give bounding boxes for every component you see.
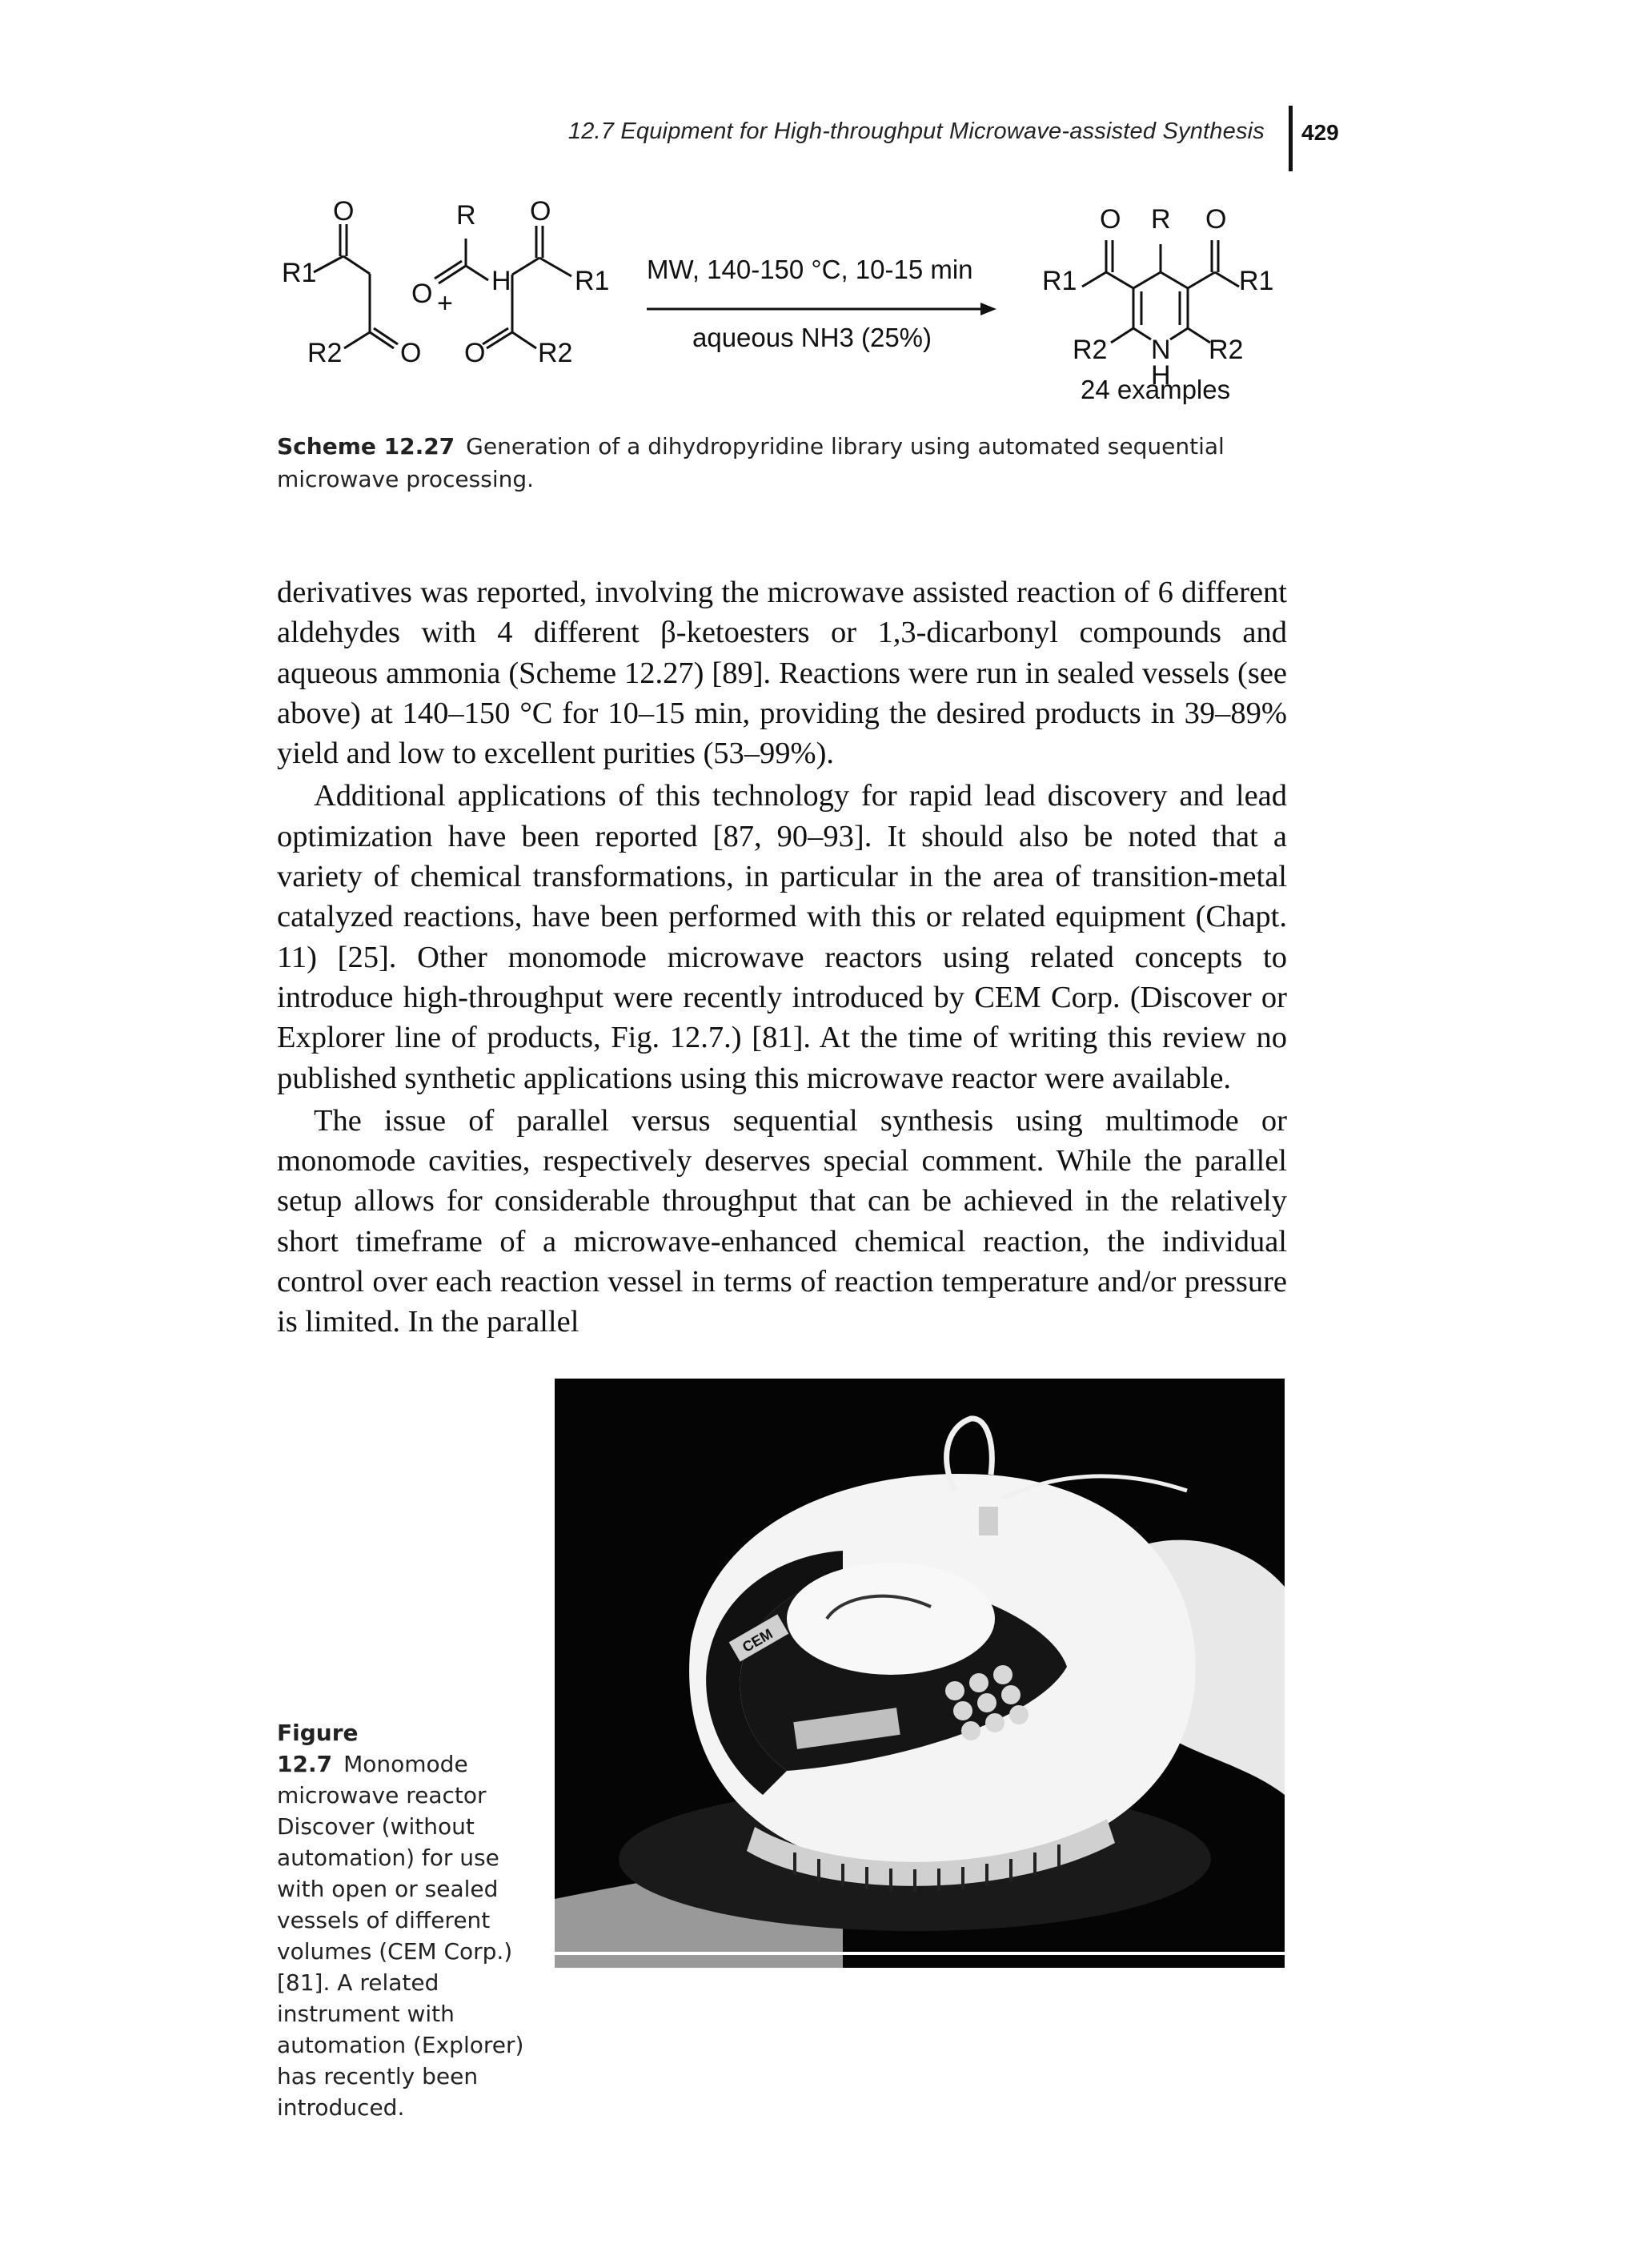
aldehyde	[434, 239, 489, 285]
reaction-scheme: O R1 R2 O R O H + O R1 O R2 MW, 140-150 …	[282, 196, 1273, 404]
atom-R2: R2	[1209, 335, 1243, 365]
paragraph: The issue of parallel versus sequential …	[277, 1103, 1287, 1339]
product-note: 24 examples	[1081, 375, 1230, 404]
atom-H: H	[491, 266, 511, 296]
atom-R1: R1	[1239, 266, 1273, 296]
paragraph: Additional applications of this technolo…	[277, 779, 1287, 1095]
plus-sign: +	[437, 288, 453, 319]
atom-R2: R2	[538, 338, 572, 368]
figure-caption-text: Monomode microwave reactor Discover (wit…	[277, 1751, 524, 2121]
atom-O: O	[411, 279, 432, 309]
scheme-caption-label: Scheme 12.27	[277, 433, 455, 460]
atom-O: O	[333, 196, 354, 227]
atom-R1: R1	[1042, 266, 1077, 296]
running-head: 12.7 Equipment for High-throughput Micro…	[567, 118, 1265, 144]
atom-O: O	[464, 338, 485, 368]
atom-R1: R1	[575, 266, 609, 296]
body-text: derivatives was reported, involving the …	[277, 572, 1287, 1343]
atom-N: N	[1151, 335, 1171, 365]
atom-O: O	[1100, 204, 1121, 235]
atom-O: O	[400, 338, 421, 368]
paragraph: derivatives was reported, involving the …	[277, 576, 1287, 771]
header-rule	[1289, 106, 1293, 171]
atom-H: H	[1151, 360, 1171, 391]
arrowhead	[980, 303, 996, 315]
atom-R2: R2	[307, 338, 342, 368]
atom-R1: R1	[282, 258, 316, 288]
dihydropyridine-product	[1081, 240, 1240, 344]
figure-caption-label: Figure 12.7	[277, 1720, 359, 1777]
atom-O: O	[1205, 204, 1226, 235]
page-number: 429	[1301, 120, 1339, 145]
conditions-top: MW, 140-150 °C, 10-15 min	[647, 255, 973, 284]
atom-O: O	[530, 196, 551, 227]
atom-R: R	[456, 200, 476, 231]
atom-R: R	[1151, 204, 1171, 235]
atom-R2: R2	[1073, 335, 1107, 365]
reactor-photo: CEM	[555, 1379, 1285, 1968]
scheme-caption-text: Generation of a dihydropyridine library …	[277, 433, 1225, 492]
dicarbonyl-right	[482, 226, 572, 350]
conditions-bottom: aqueous NH3 (25%)	[692, 323, 932, 352]
dicarbonyl-left	[313, 224, 399, 350]
